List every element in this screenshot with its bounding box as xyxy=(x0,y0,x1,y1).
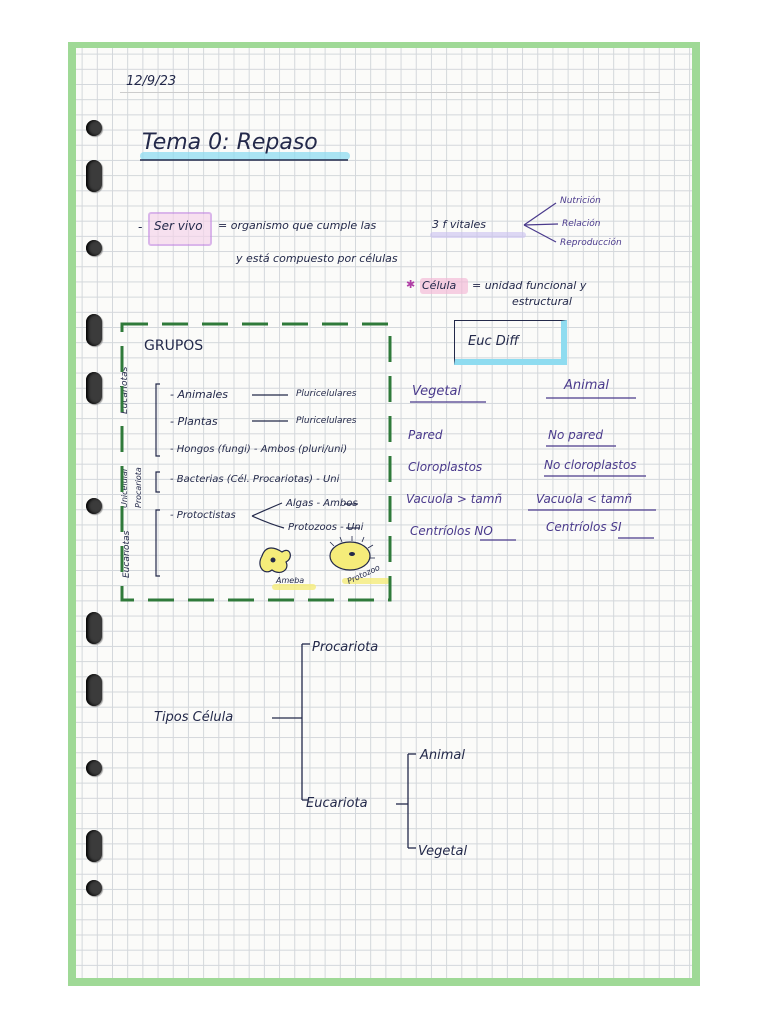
celula-definition: = unidad funcional y xyxy=(472,279,587,292)
binder-hole xyxy=(86,240,102,256)
binder-hole xyxy=(86,314,102,346)
col-animal: Animal xyxy=(564,378,609,393)
row-vegetal-0: Pared xyxy=(408,428,443,442)
binder-hole xyxy=(86,830,102,862)
notebook-page: 12/9/23 Tema 0: Repaso - Ser vivo = orga… xyxy=(76,48,692,978)
group-bacterias: - Bacterias (Cél. Procariotas) - Uni xyxy=(170,474,340,485)
tipos-animal: Animal xyxy=(420,748,465,763)
group-hongos: - Hongos (fungi) - Ambos (pluri/uni) xyxy=(170,444,348,455)
date-text: 12/9/23 xyxy=(126,74,177,89)
binder-hole xyxy=(86,880,102,896)
celula-definition-2: estructural xyxy=(512,295,572,308)
group-plantas-detail: Pluricelulares xyxy=(296,416,357,426)
binder-hole xyxy=(86,498,102,514)
binder-hole xyxy=(86,674,102,706)
celula-highlight xyxy=(420,278,468,294)
binder-hole xyxy=(86,612,102,644)
pen-strokes xyxy=(120,159,656,849)
protozoo-drawing xyxy=(329,541,371,571)
row-animal-0: No pared xyxy=(548,428,604,442)
row-vegetal-2: Vacuola > tamñ xyxy=(406,492,503,506)
groups-title: GRUPOS xyxy=(144,338,204,354)
group-protoctistas: - Protoctistas xyxy=(170,510,236,521)
function-nutricion: Nutrición xyxy=(560,196,601,206)
tipos-vegetal: Vegetal xyxy=(418,844,468,859)
group-animales: - Animales xyxy=(170,388,229,401)
date-line xyxy=(120,72,660,93)
tipos-procariota: Procariota xyxy=(312,640,379,655)
tipos-label: Tipos Célula xyxy=(154,710,234,725)
functions-underline xyxy=(430,232,526,238)
page-title: Tema 0: Repaso xyxy=(142,130,318,155)
row-vegetal-1: Cloroplastos xyxy=(408,460,483,474)
ser-vivo-term: Ser vivo xyxy=(154,219,203,233)
binder-hole xyxy=(86,120,102,136)
functions-label: 3 f vitales xyxy=(432,218,487,231)
row-animal-3: Centríolos SI xyxy=(546,520,622,534)
group-animales-detail: Pluricelulares xyxy=(296,389,357,399)
ser-vivo-highlight xyxy=(148,212,212,246)
binder-hole xyxy=(86,372,102,404)
tipos-eucariota: Eucariota xyxy=(306,796,368,811)
row-animal-1: No cloroplastos xyxy=(544,458,637,472)
function-relacion: Relación xyxy=(562,219,601,229)
row-animal-2: Vacuola < tamñ xyxy=(536,492,633,506)
euc-diff-title: Euc Diff xyxy=(468,334,519,349)
protoctista-algas: Algas - Ambos xyxy=(286,498,358,509)
celula-term: Célula xyxy=(422,279,457,292)
title-highlight xyxy=(140,152,350,160)
function-reproduccion: Reproducción xyxy=(560,238,622,248)
col-vegetal: Vegetal xyxy=(412,384,462,399)
drawing-ameba-label: Ameba xyxy=(276,576,305,585)
ser-vivo-definition: = organismo que cumple las xyxy=(218,219,377,232)
row-vegetal-3: Centríolos NO xyxy=(410,524,493,538)
binder-hole xyxy=(86,760,102,776)
group-plantas: - Plantas xyxy=(170,415,218,428)
ser-vivo-definition-2: y está compuesto por células xyxy=(236,252,398,265)
euc-diff-box xyxy=(454,320,567,365)
protoctista-protozoos: Protozoos - Uni xyxy=(288,522,364,533)
binder-hole xyxy=(86,160,102,192)
